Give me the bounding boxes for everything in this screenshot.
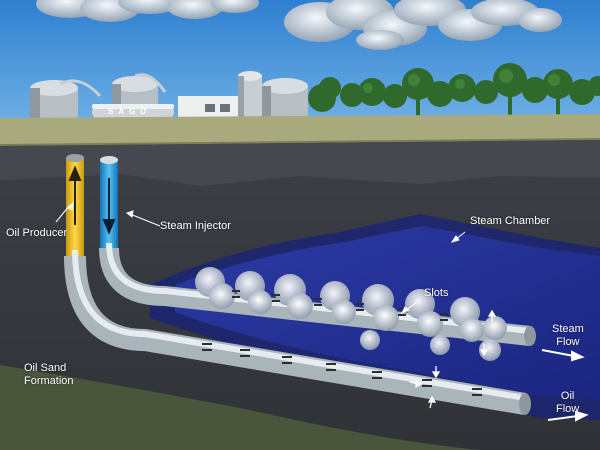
producer-pipe-end: [519, 393, 531, 415]
slot-flow-arrows: [409, 309, 497, 409]
oil-flow-label: Oil Flow: [556, 390, 580, 415]
steam-flow-arrow: [541, 349, 585, 362]
cloud-right: [284, 0, 562, 50]
steam-puffs: [195, 267, 507, 361]
leader-lines: [55, 201, 466, 314]
slots-label: Slots: [424, 287, 449, 299]
oil-flow-arrow: [547, 410, 589, 422]
steam-flow-label: Steam Flow: [552, 323, 584, 348]
overburden-band: [0, 140, 600, 186]
producer-slots: [202, 343, 482, 396]
cloud-left: [36, 0, 259, 22]
steam-chamber-label: Steam Chamber: [470, 215, 551, 227]
steam-injector-label: Steam Injector: [160, 220, 231, 232]
oil-producer-label: Oil Producer: [6, 227, 68, 239]
sagd-sign: SAGD: [108, 107, 152, 116]
tree-highlights: [363, 69, 560, 93]
oil-sand-formation-label: Oil Sand Formation: [24, 362, 74, 387]
injector-pipe-end: [524, 326, 536, 346]
ground-surface: [0, 114, 600, 146]
producer-flow-arrow: [68, 165, 82, 225]
injector-flow-arrow: [102, 178, 116, 235]
lower-stratum: [0, 365, 480, 450]
injector-slots: [232, 290, 448, 321]
